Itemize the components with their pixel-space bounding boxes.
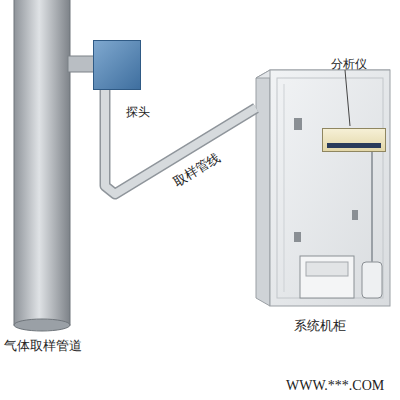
sampling-line <box>105 90 256 194</box>
node-label: 分析仪 <box>331 57 367 71</box>
leader-line <box>345 70 350 126</box>
node-label: 系统机柜 <box>294 318 346 334</box>
gas-pipe: 气体取样管道 <box>14 0 70 325</box>
cabinet-drawing <box>256 70 390 306</box>
system-cabinet: 系统机柜分析仪 <box>256 62 392 306</box>
node-label: 探头 <box>126 105 150 119</box>
bottle <box>362 262 382 298</box>
gas-pipe <box>14 0 70 331</box>
analyzer-box: 分析仪 <box>322 128 386 152</box>
pump-unit <box>300 256 354 298</box>
wall-device <box>294 232 301 242</box>
probe-box: 探头 <box>93 40 141 90</box>
analyzer-panel <box>327 143 381 148</box>
probe-stub <box>68 56 94 72</box>
wall-device <box>352 210 358 220</box>
node-label: 气体取样管道 <box>4 338 82 354</box>
tube-outline <box>105 90 256 194</box>
watermark: WWW.***.COM <box>286 378 384 394</box>
wall-device <box>294 118 302 130</box>
